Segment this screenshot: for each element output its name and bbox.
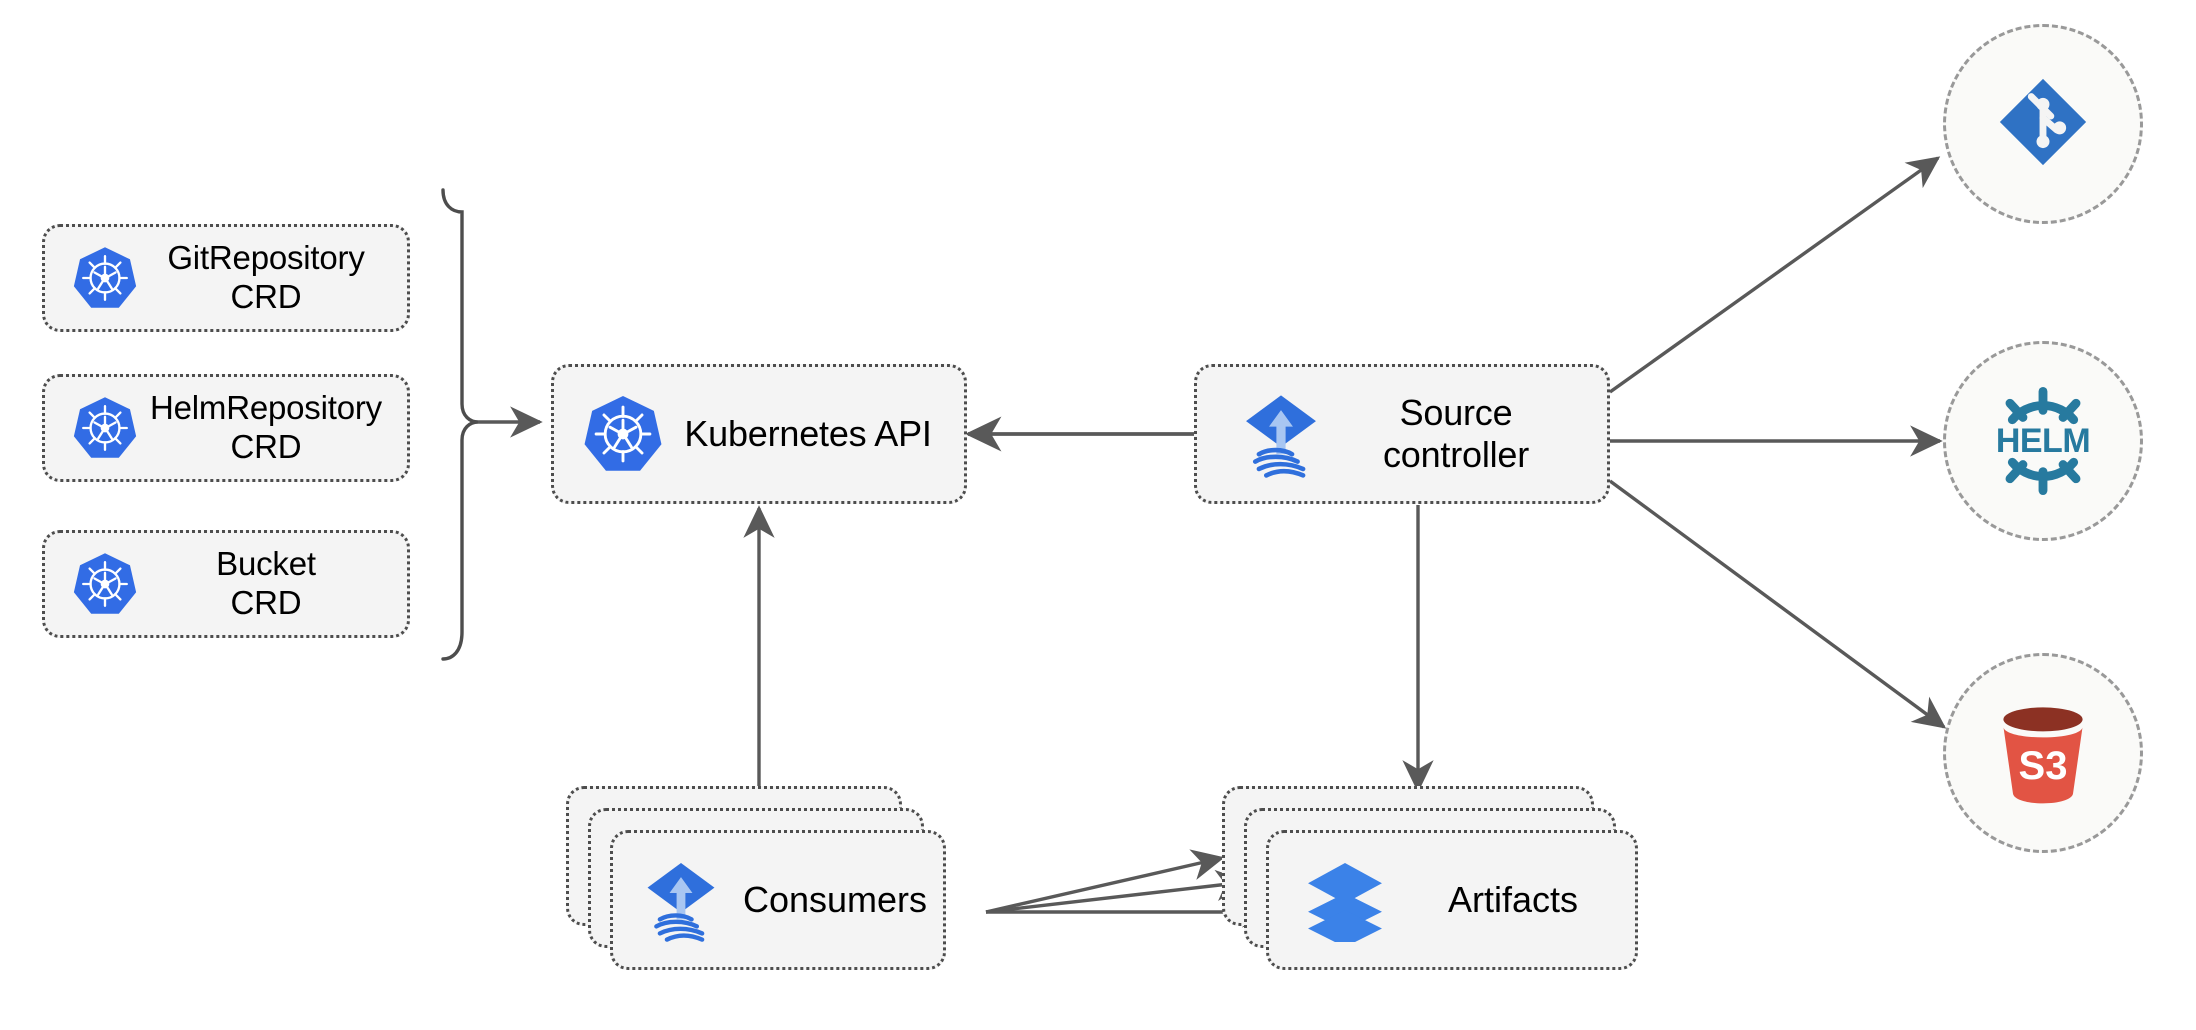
crd-group-brace	[441, 188, 479, 661]
arrow-consumers-to-artifacts-2	[985, 869, 1249, 914]
node-consumers[interactable]: Consumers	[566, 786, 946, 976]
node-label: Consumers	[742, 879, 928, 920]
node-label: Source controller	[1382, 391, 1530, 475]
arrow-source-controller-to-git	[1609, 156, 1941, 394]
kubernetes-icon	[69, 242, 141, 314]
arrow-source-controller-to-s3	[1608, 479, 1947, 729]
layers-icon	[1299, 854, 1391, 946]
flux-source-controller-icon	[1235, 388, 1327, 480]
node-artifacts[interactable]: Artifacts	[1222, 786, 1642, 976]
crd-card-helmrepository[interactable]: HelmRepository CRD	[42, 374, 410, 482]
s3-bucket-icon: S3	[1983, 693, 2103, 813]
kubernetes-icon	[69, 548, 141, 620]
node-source-controller[interactable]: Source controller	[1194, 364, 1610, 504]
crd-label: HelmRepository CRD	[150, 389, 382, 465]
target-circle-s3[interactable]: S3	[1943, 653, 2143, 853]
git-icon	[1994, 73, 2092, 176]
crd-card-gitrepository[interactable]: GitRepository CRD	[42, 224, 410, 332]
flux-source-controller-icon	[635, 854, 727, 946]
target-circle-git[interactable]	[1943, 24, 2143, 224]
crd-label: GitRepository CRD	[167, 239, 365, 315]
crd-label: Bucket CRD	[216, 545, 316, 621]
consumers-card-front[interactable]: Consumers	[610, 830, 946, 970]
kubernetes-icon	[69, 392, 141, 464]
node-label: Artifacts	[1447, 879, 1579, 920]
artifacts-card-front[interactable]: Artifacts	[1266, 830, 1638, 970]
node-kubernetes-api[interactable]: Kubernetes API	[551, 364, 967, 504]
crd-card-bucket[interactable]: Bucket CRD	[42, 530, 410, 638]
node-label: Kubernetes API	[684, 412, 932, 454]
helm-icon: HELM	[1984, 382, 2102, 500]
s3-wordmark: S3	[2018, 743, 2068, 788]
kubernetes-icon	[580, 391, 666, 477]
target-circle-helm[interactable]: HELM	[1943, 341, 2143, 541]
arrow-consumers-to-artifacts-1	[985, 849, 1225, 914]
helm-wordmark: HELM	[1995, 421, 2091, 460]
